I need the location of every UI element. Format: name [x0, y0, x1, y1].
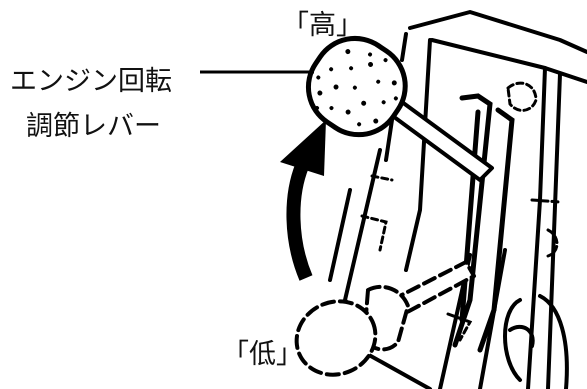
knob-texture [315, 49, 398, 127]
label-low: 「低」 [222, 339, 303, 370]
label-engine-speed-lever-line1: エンジン回転 [10, 66, 172, 97]
label-engine-speed-lever-line2: 調節レバー [26, 111, 161, 142]
lever-knob-high [305, 35, 408, 138]
corner-bracket [503, 294, 569, 389]
lever-low-position [294, 260, 476, 377]
lever-high-position [305, 35, 494, 182]
curved-arrow-icon [280, 120, 326, 281]
lever-slot [452, 93, 515, 353]
label-high: 「高」 [282, 10, 363, 41]
lever-knob-low [294, 299, 378, 377]
panel-markings [360, 81, 562, 342]
